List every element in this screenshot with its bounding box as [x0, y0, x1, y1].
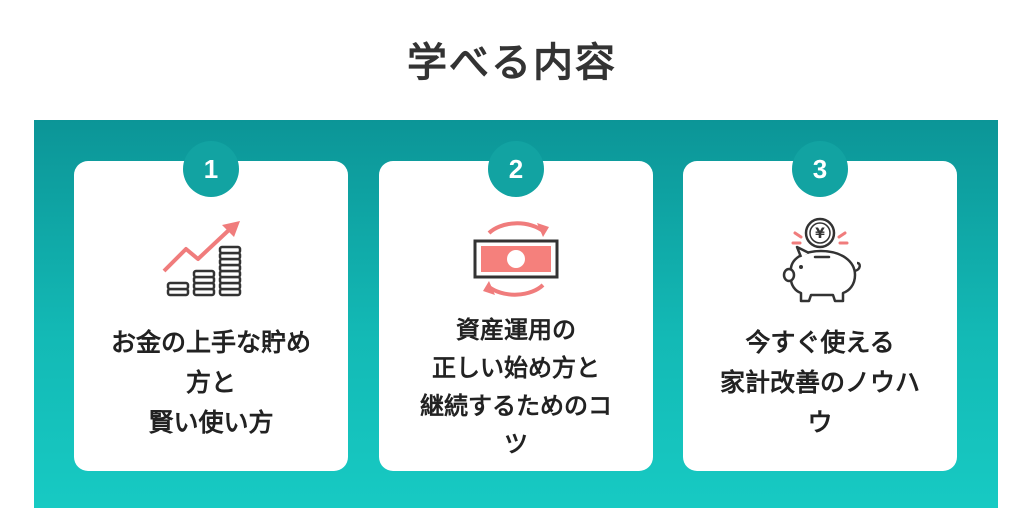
svg-text:¥: ¥ [815, 226, 825, 242]
card-text-line: 家計改善のノウハ [719, 368, 920, 397]
number-badge: 3 [792, 141, 848, 197]
learning-card-3: 3 ¥ [683, 141, 957, 471]
content-band: 1 [34, 120, 998, 508]
card-text-line: 今すぐ使える [745, 328, 895, 357]
section-title: 学べる内容 [407, 39, 617, 86]
rising-coins-icon [74, 213, 348, 305]
card-description: 資産運用の 正しい始め方と 継続するためのコ ツ [379, 311, 653, 463]
card-description: お金の上手な貯め 方と 賢い使い方 [74, 323, 348, 443]
card-description: 今すぐ使える 家計改善のノウハ ウ [683, 323, 957, 443]
card-text-line: ツ [504, 430, 528, 458]
card-text-line: ウ [807, 408, 833, 437]
card-text-line: 賢い使い方 [148, 408, 274, 437]
number-badge: 1 [183, 141, 239, 197]
card-text-line: 方と [185, 368, 236, 397]
card-text-line: お金の上手な貯め [110, 328, 311, 357]
number-badge: 2 [488, 141, 544, 197]
piggy-bank-yen-icon: ¥ [683, 213, 957, 305]
card-text-line: 継続するためのコ [420, 392, 612, 420]
learning-card-1: 1 [74, 141, 348, 471]
money-cycle-icon [379, 213, 653, 305]
learning-card-2: 2 資産運用の 正しい始め方と 継続するためのコ ツ [379, 141, 653, 471]
card-text-line: 資産運用の [456, 316, 576, 344]
card-text-line: 正しい始め方と [432, 354, 600, 382]
